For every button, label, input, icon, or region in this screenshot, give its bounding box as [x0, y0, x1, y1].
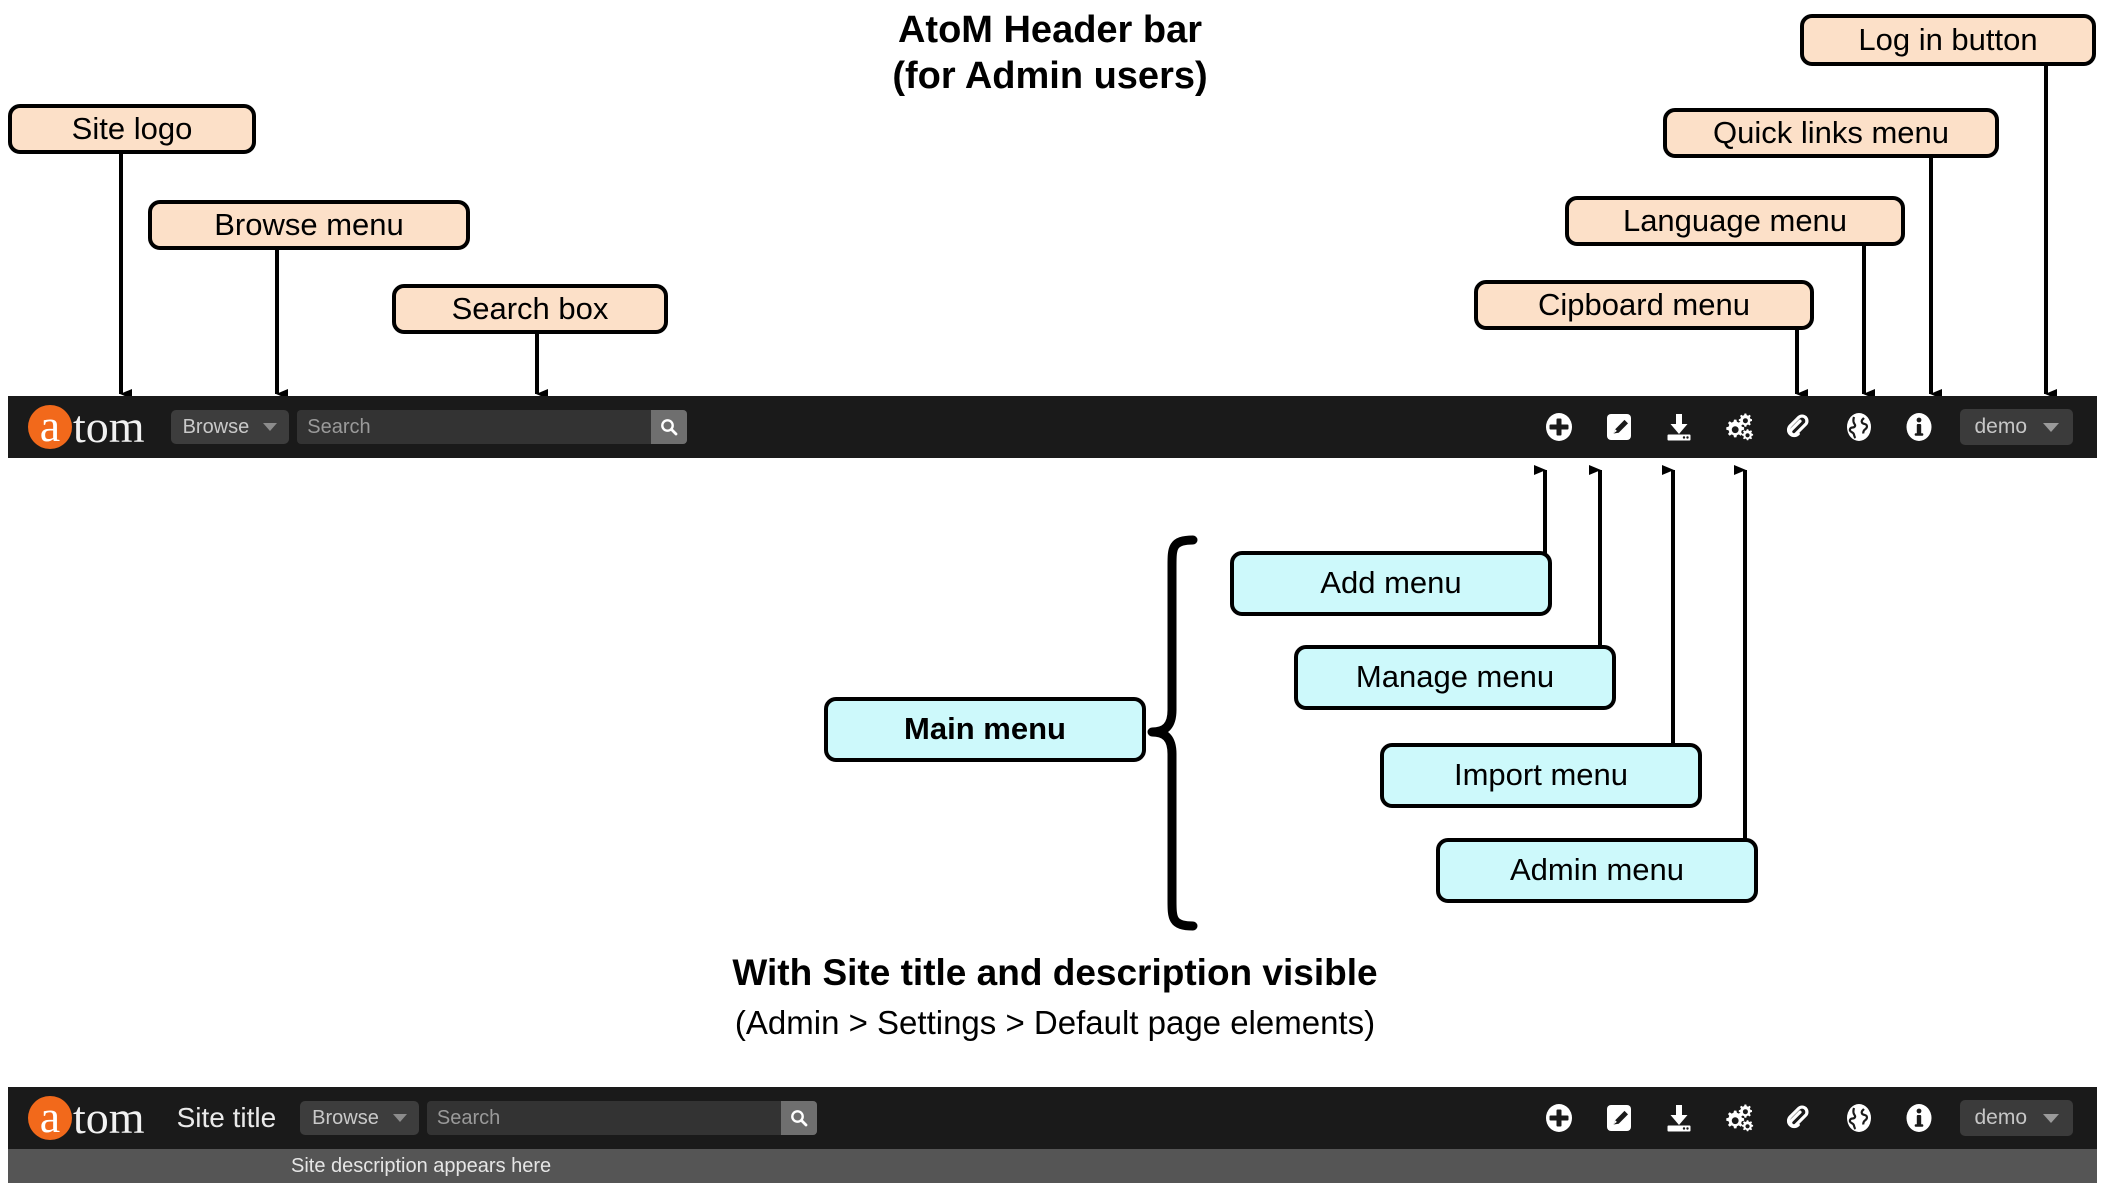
atom-header-bar-bottom: a tom Site title Browse Search: [8, 1087, 2097, 1149]
logo-a-circle-icon: a: [28, 1091, 72, 1143]
callout-label: Language menu: [1622, 202, 1848, 238]
manage-icon[interactable]: [1602, 410, 1636, 444]
logo-a-letter: a: [39, 400, 61, 452]
callout-add-menu: Add menu: [1230, 551, 1552, 616]
import-icon[interactable]: [1662, 410, 1696, 444]
callout-label: Add menu: [1320, 565, 1462, 601]
browse-menu-button[interactable]: Browse: [300, 1101, 419, 1135]
site-logo[interactable]: a tom: [28, 1091, 145, 1143]
site-description-strip: Site description appears here: [8, 1149, 2097, 1183]
page-title: AtoM Header bar(for Admin users): [640, 8, 1460, 99]
callout-manage-menu: Manage menu: [1294, 645, 1616, 710]
callout-label: Quick links menu: [1712, 114, 1950, 150]
language-icon[interactable]: [1842, 1101, 1876, 1135]
user-menu-label: demo: [1974, 1106, 2027, 1129]
search-input[interactable]: Search: [307, 415, 371, 438]
main-menu-icons: [1542, 1101, 1936, 1135]
callout-label: Main menu: [904, 711, 1066, 747]
callout-label: Manage menu: [1355, 659, 1555, 695]
callout-label: Site logo: [71, 110, 193, 146]
callout-log-in-button: Log in button: [1800, 14, 2096, 66]
search-icon: [790, 1110, 808, 1127]
log-in-button[interactable]: demo: [1960, 1100, 2073, 1136]
import-icon[interactable]: [1662, 1101, 1696, 1135]
callout-label: Admin menu: [1509, 852, 1685, 888]
site-logo[interactable]: a tom: [28, 400, 145, 452]
callout-browse-menu: Browse menu: [148, 200, 470, 250]
logo-a-letter: a: [39, 1091, 61, 1143]
quicklinks-icon[interactable]: [1902, 1101, 1936, 1135]
callout-clipboard-menu: Cipboard menu: [1474, 280, 1814, 330]
chevron-down-icon: [263, 423, 278, 431]
browse-menu-label: Browse: [312, 1106, 379, 1129]
callout-language-menu: Language menu: [1565, 196, 1905, 246]
subtitle-heading: With Site title and description visible: [732, 952, 1378, 993]
site-description-text: Site description appears here: [291, 1155, 552, 1177]
callout-main-menu: Main menu: [824, 697, 1146, 762]
search-input[interactable]: Search: [436, 1106, 501, 1129]
admin-icon[interactable]: [1722, 1101, 1756, 1135]
callout-search-box: Search box: [392, 284, 668, 334]
callout-site-logo: Site logo: [8, 104, 256, 154]
chevron-down-icon: [2043, 1113, 2059, 1123]
callout-label: Search box: [451, 290, 609, 326]
language-icon[interactable]: [1842, 410, 1876, 444]
manage-icon[interactable]: [1602, 1101, 1636, 1135]
browse-menu-button[interactable]: Browse: [170, 410, 290, 444]
callout-quick-links-menu: Quick links menu: [1663, 108, 1999, 158]
logo-tom-text: tom: [73, 1092, 145, 1143]
logo-a-circle-icon: a: [28, 400, 72, 452]
search-submit-button[interactable]: [651, 410, 688, 444]
add-icon[interactable]: [1542, 1101, 1576, 1135]
clipboard-icon[interactable]: [1782, 1101, 1816, 1135]
subtitle-path: (Admin > Settings > Default page element…: [734, 1003, 1376, 1041]
chevron-down-icon: [2043, 422, 2059, 432]
callout-label: Import menu: [1453, 757, 1628, 793]
page-title-line1: AtoM Header bar: [897, 9, 1203, 51]
add-icon[interactable]: [1542, 410, 1576, 444]
callout-label: Browse menu: [214, 206, 404, 242]
user-menu-label: demo: [1974, 415, 2027, 438]
subtitle-block: With Site title and description visible …: [430, 952, 1680, 1045]
main-menu-icons: [1542, 410, 1936, 444]
clipboard-icon[interactable]: [1782, 410, 1816, 444]
page-title-line2: (for Admin users): [892, 54, 1208, 97]
browse-menu-label: Browse: [182, 415, 250, 438]
logo-tom-text: tom: [73, 401, 145, 452]
callout-import-menu: Import menu: [1380, 743, 1702, 808]
search-icon: [661, 419, 678, 436]
chevron-down-icon: [392, 1114, 407, 1122]
quicklinks-icon[interactable]: [1902, 410, 1936, 444]
callout-label: Cipboard menu: [1538, 286, 1750, 322]
callout-admin-menu: Admin menu: [1436, 838, 1758, 903]
admin-icon[interactable]: [1722, 410, 1756, 444]
atom-header-bar-top: a tom Browse Search: [8, 396, 2097, 458]
callout-label: Log in button: [1858, 21, 2038, 57]
search-submit-button[interactable]: [780, 1101, 817, 1135]
site-title: Site title: [176, 1102, 277, 1133]
search-box[interactable]: Search: [297, 410, 688, 444]
log-in-button[interactable]: demo: [1960, 409, 2073, 445]
search-box[interactable]: Search: [426, 1101, 817, 1135]
